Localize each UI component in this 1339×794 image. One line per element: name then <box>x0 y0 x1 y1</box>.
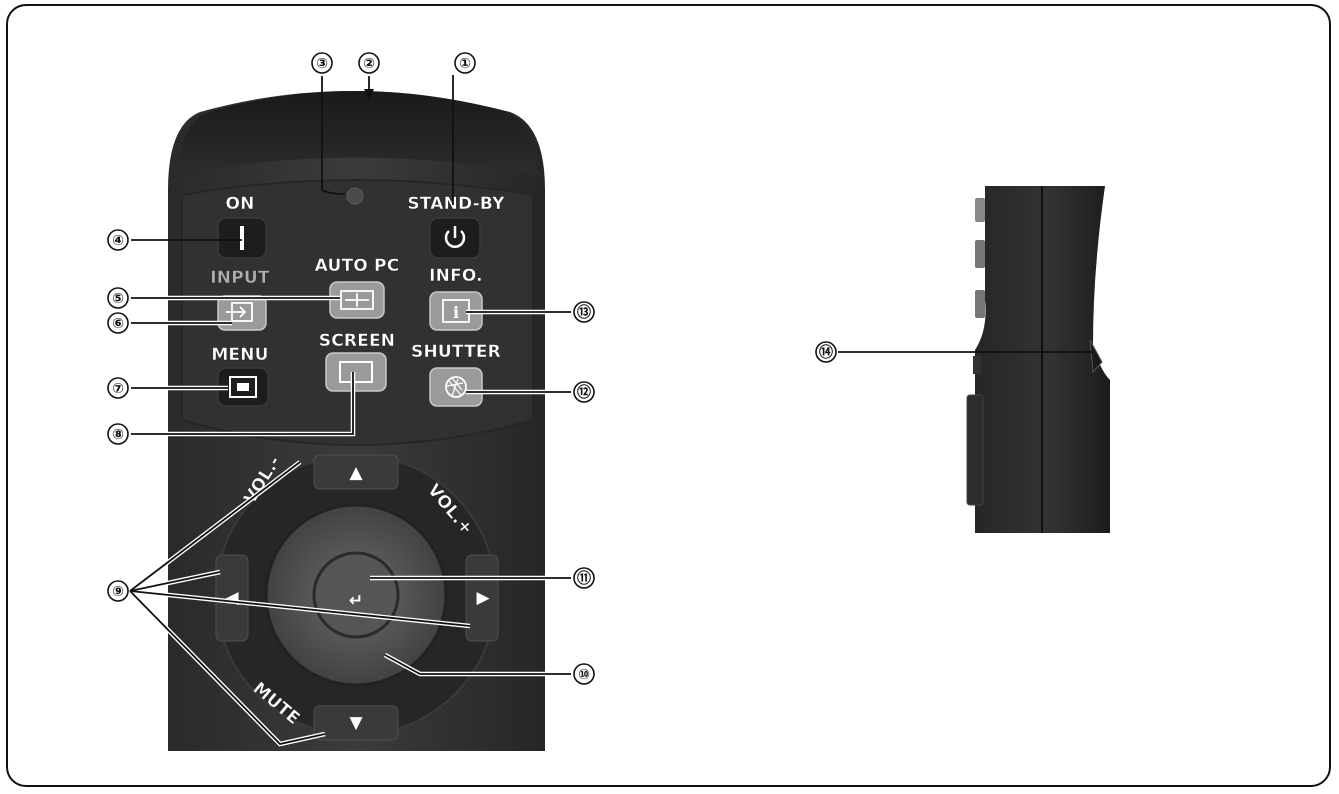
callout-14: ⑭ <box>819 344 833 361</box>
callout-1: ① <box>459 56 471 72</box>
callout-13: ⑬ <box>577 304 591 321</box>
menu-label: MENU <box>211 345 268 365</box>
input-label: INPUT <box>210 268 270 288</box>
callout-12: ⑫ <box>577 384 591 401</box>
svg-text:i: i <box>453 303 459 322</box>
auto-pc-label: AUTO PC <box>315 256 400 276</box>
enter-icon[interactable]: ↵ <box>349 591 363 611</box>
screen-label: SCREEN <box>319 331 395 351</box>
auto-pc-icon <box>340 290 374 310</box>
callout-9: ⑨ <box>112 584 124 600</box>
shutter-icon <box>445 376 467 398</box>
callout-10: ⑩ <box>578 667 590 683</box>
callout-7: ⑦ <box>112 381 124 397</box>
callout-2: ② <box>363 56 375 72</box>
callout-11: ⑪ <box>577 570 591 587</box>
screen-icon <box>339 361 373 383</box>
auto-pc-button[interactable] <box>329 281 385 319</box>
left-arrow-icon[interactable]: ◀ <box>225 588 239 608</box>
menu-icon <box>229 376 257 398</box>
remote-side-view <box>966 186 1110 533</box>
screen-button[interactable] <box>325 352 387 392</box>
on-button[interactable] <box>217 217 267 259</box>
callout-lines <box>128 75 1093 747</box>
shutter-button[interactable] <box>429 367 483 407</box>
callout-5: ⑤ <box>112 291 124 307</box>
callout-numbers: ① ② ③ ④ ⑤ ⑥ ⑦ ⑧ ⑨ ⑩ ⑪ ⑫ ⑬ ⑭ <box>107 52 837 685</box>
menu-button[interactable] <box>217 367 269 407</box>
on-label: ON <box>225 194 254 214</box>
up-arrow-icon[interactable]: ▲ <box>349 463 363 483</box>
down-arrow-icon[interactable]: ▼ <box>349 713 363 733</box>
callout-3: ③ <box>316 56 328 72</box>
figure-frame <box>6 4 1331 787</box>
callout-4: ④ <box>112 233 124 249</box>
standby-button[interactable] <box>429 217 481 259</box>
power-icon <box>444 226 466 248</box>
info-label: INFO. <box>429 266 483 286</box>
callout-6: ⑥ <box>112 316 124 332</box>
standby-label: STAND-BY <box>407 194 505 214</box>
callout-8: ⑧ <box>112 427 124 443</box>
shutter-label: SHUTTER <box>411 342 501 362</box>
input-icon <box>226 302 253 322</box>
right-arrow-icon[interactable]: ▶ <box>476 588 490 608</box>
remote-front-view: ▲ ▼ ◀ ▶ ↵ VOL.- VOL.+ MUTE ON STAND-BY I… <box>168 91 545 751</box>
